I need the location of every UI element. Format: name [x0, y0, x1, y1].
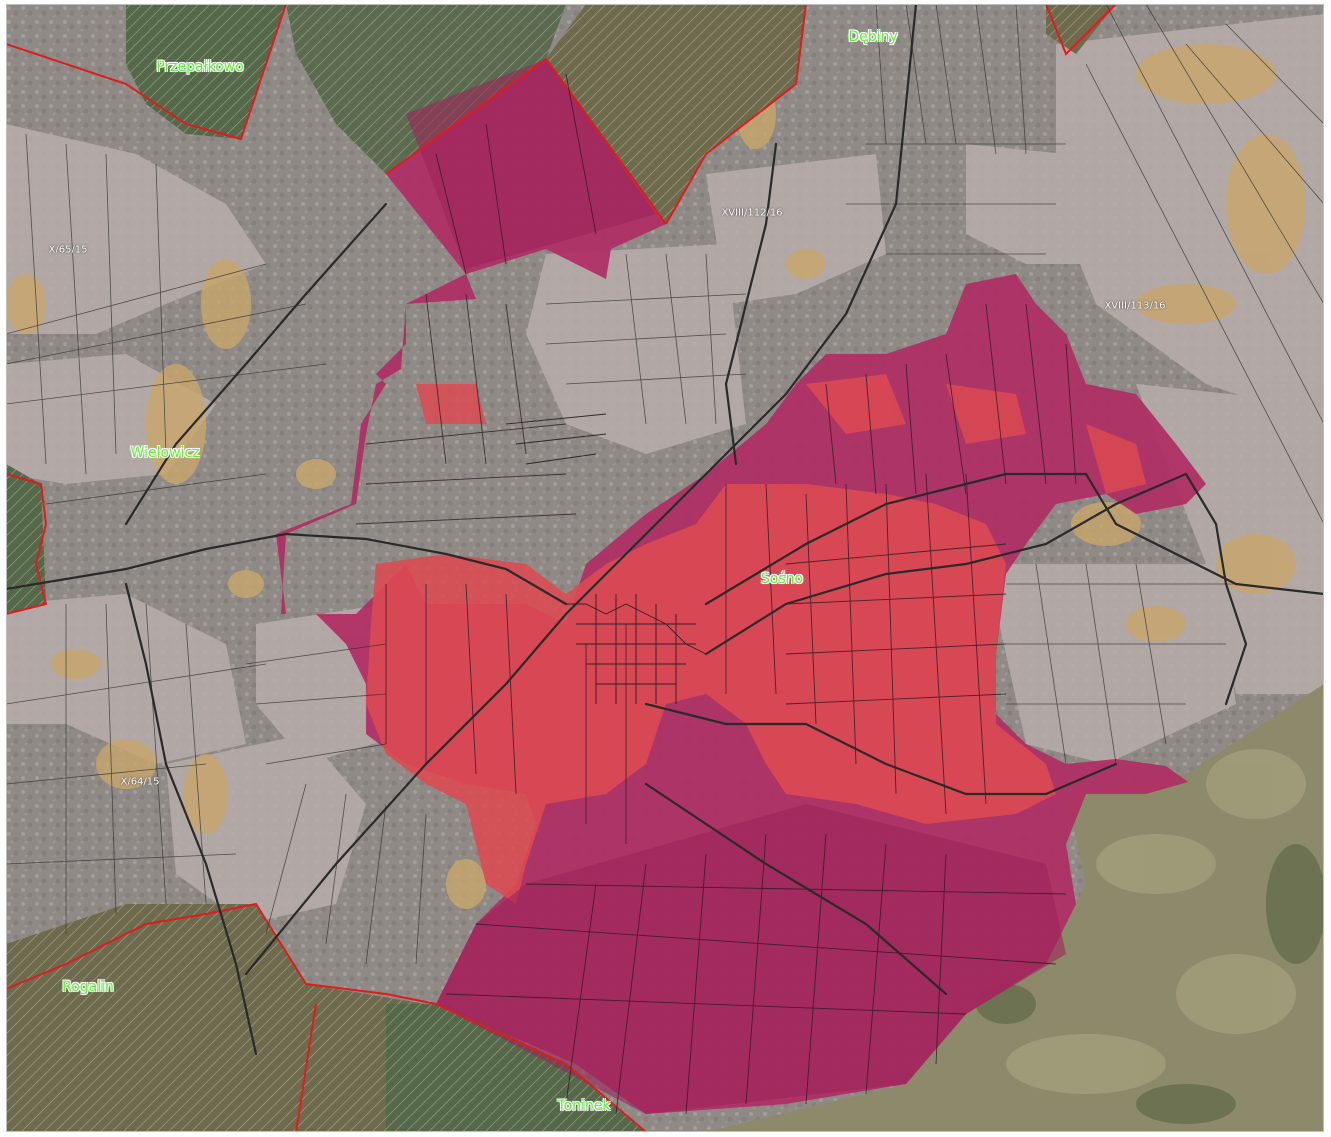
forest-north-right: [1046, 4, 1116, 54]
meadow-texture: [1006, 749, 1306, 1094]
forest-toninek: [386, 1004, 646, 1132]
sheet-label-x-64-15: X/64/15: [120, 776, 160, 788]
forest-north: [286, 4, 566, 174]
meadow-southeast: [706, 684, 1324, 1132]
road-west: [6, 532, 568, 606]
road-northeast: [704, 472, 1324, 606]
road-south: [644, 782, 948, 996]
admin-boundaries: [6, 4, 1117, 1132]
road-southeast: [644, 702, 1118, 796]
red-patches: [416, 374, 1146, 494]
parcel-lines: [6, 4, 1324, 965]
forest-rogalin: [6, 904, 426, 1132]
forest-przepalkowo: [126, 4, 286, 139]
road-east: [704, 472, 1188, 656]
village-core: [505, 413, 707, 704]
sheet-label-xviii-112-16: XVIII/112/16: [721, 207, 783, 219]
road-sw: [124, 582, 258, 1056]
place-label-przepalkowo: Przepałkowo: [156, 59, 244, 75]
place-label-debiny: Dębiny: [848, 29, 898, 45]
forest-north-mid: [546, 4, 806, 224]
place-label-toninek: Toninek: [557, 1098, 611, 1114]
road-diagonal: [244, 4, 918, 976]
sheet-label-xviii-113-16: XVIII/113/16: [1104, 300, 1166, 312]
road-north-center: [724, 142, 778, 466]
map-canvas[interactable]: Przepałkowo Dębiny Wielowicz Sośno Rogal…: [6, 4, 1324, 1132]
zone-parcel-lines: [355, 73, 1077, 1115]
road-west-north: [124, 202, 388, 526]
map-layers: [6, 4, 1324, 1132]
place-label-wielowicz: Wielowicz: [130, 445, 200, 461]
roads: [6, 4, 1324, 1056]
road-east-loop: [1184, 472, 1248, 706]
forest-west: [6, 464, 46, 614]
place-label-rogalin: Rogalin: [62, 979, 114, 995]
zone-magenta-forest-shade: [406, 59, 1066, 1114]
place-label-sosno: Sośno: [760, 571, 804, 587]
sheet-label-x-65-15: X/65/15: [48, 244, 88, 256]
